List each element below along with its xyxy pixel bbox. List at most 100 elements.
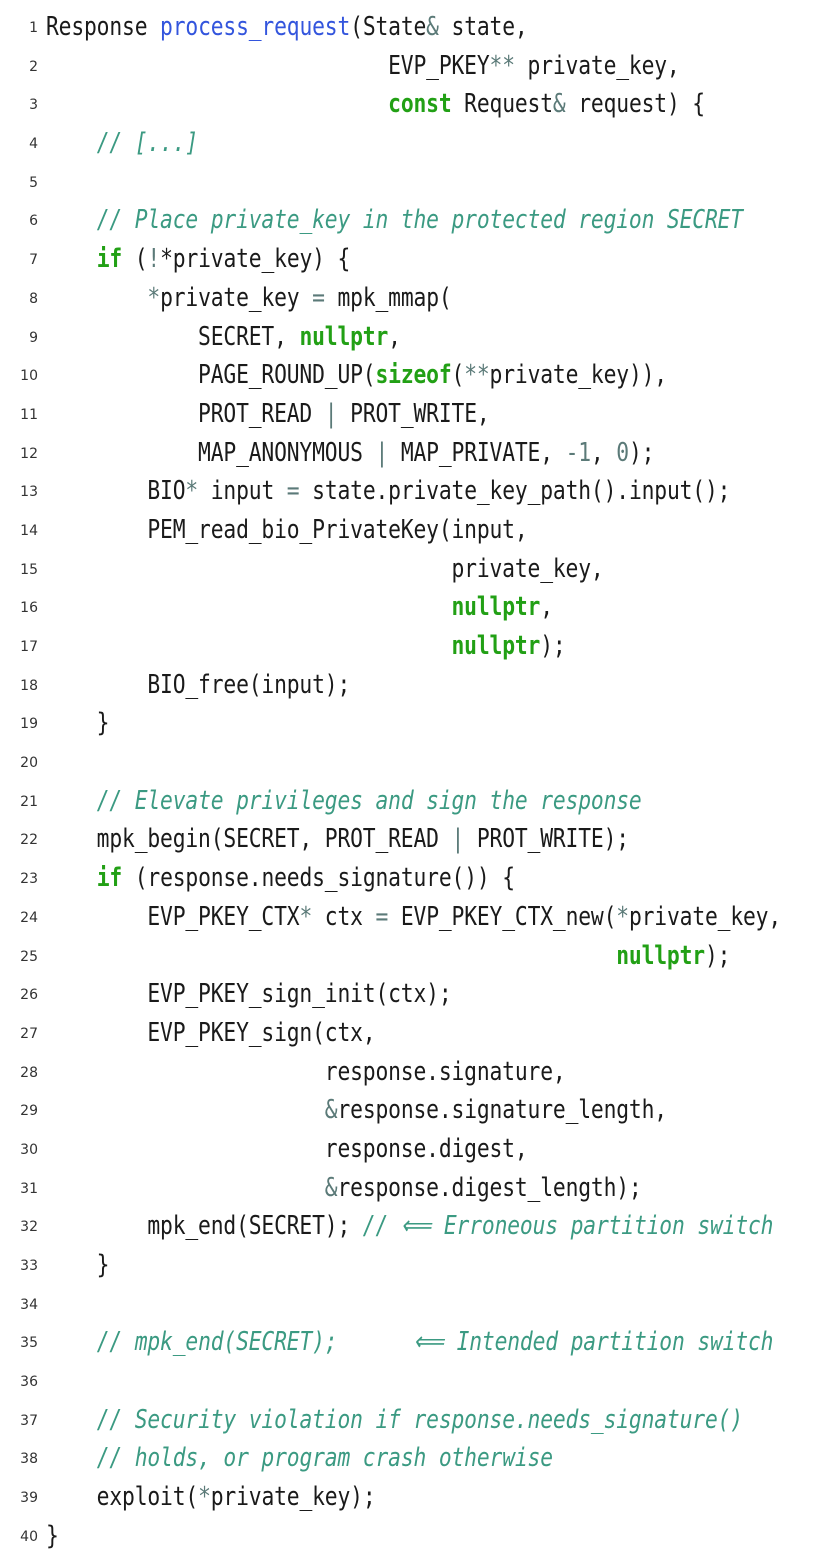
code-text: } bbox=[46, 1517, 59, 1556]
code-text: response.signature, bbox=[46, 1053, 566, 1092]
line-number: 17 bbox=[20, 639, 38, 655]
line-number: 33 bbox=[20, 1258, 38, 1274]
code-text: SECRET, nullptr, bbox=[46, 318, 401, 357]
code-line: 26 EVP_PKEY_sign_init(ctx); bbox=[0, 975, 832, 1014]
code-token: private_key, bbox=[46, 553, 604, 584]
keyword-token: const bbox=[388, 89, 452, 120]
code-text: &response.digest_length); bbox=[46, 1169, 642, 1208]
code-token: ); bbox=[628, 437, 655, 468]
code-token bbox=[46, 205, 97, 235]
line-number: 22 bbox=[20, 832, 38, 849]
code-text: // holds, or program crash otherwise bbox=[46, 1439, 553, 1478]
code-token: , bbox=[540, 592, 553, 623]
code-text: // Security violation if response.needs_… bbox=[46, 1401, 743, 1440]
keyword-token: if bbox=[96, 863, 123, 894]
line-number: 23 bbox=[20, 871, 38, 888]
code-token: (response.needs_signature()) { bbox=[122, 863, 515, 894]
code-line: 6 // Place private_key in the protected … bbox=[0, 201, 832, 240]
function-name-token: process_request bbox=[160, 12, 351, 42]
code-token: PROT_WRITE); bbox=[464, 824, 629, 855]
code-token: mpk_begin(SECRET, PROT_READ bbox=[46, 824, 452, 855]
code-token: mpk_end(SECRET); bbox=[46, 1211, 363, 1242]
code-token: mpk_mmap( bbox=[324, 282, 452, 313]
code-token: private_key)), bbox=[489, 360, 668, 391]
code-token bbox=[46, 631, 452, 661]
code-line: 31 &response.digest_length); bbox=[0, 1169, 832, 1208]
operator-token: & bbox=[552, 89, 566, 120]
code-text: } bbox=[46, 704, 110, 743]
code-token: ); bbox=[540, 631, 566, 661]
code-token bbox=[46, 89, 388, 119]
code-token: exploit( bbox=[46, 1482, 199, 1513]
operator-token: = bbox=[375, 901, 389, 932]
line-number: 32 bbox=[20, 1219, 38, 1236]
code-line: 13 BIO* input = state.private_key_path()… bbox=[0, 472, 832, 511]
code-line: 35 // mpk_end(SECRET); ⟸ Intended partit… bbox=[0, 1323, 832, 1362]
code-token bbox=[46, 1327, 97, 1357]
code-line: 38 // holds, or program crash otherwise bbox=[0, 1439, 832, 1478]
comment-token: // mpk_end(SECRET); ⟸ Intended partition… bbox=[96, 1327, 774, 1358]
code-token bbox=[46, 1405, 97, 1435]
line-number: 19 bbox=[20, 716, 38, 733]
line-number: 39 bbox=[20, 1490, 38, 1507]
comment-token: // holds, or program crash otherwise bbox=[96, 1443, 553, 1474]
code-text: mpk_end(SECRET); // ⟸ Erroneous partitio… bbox=[46, 1207, 773, 1246]
code-line: 18 BIO_free(input); bbox=[0, 666, 832, 705]
code-token bbox=[46, 592, 452, 622]
code-text: // Place private_key in the protected re… bbox=[46, 201, 743, 240]
code-token: PAGE_ROUND_UP( bbox=[46, 360, 376, 391]
line-number: 4 bbox=[29, 136, 38, 153]
keyword-token: nullptr bbox=[299, 321, 389, 352]
code-token: ( bbox=[451, 360, 465, 391]
code-token: state.private_key_path().input(); bbox=[299, 476, 731, 507]
code-line: 17 nullptr); bbox=[0, 627, 832, 666]
code-token: , bbox=[590, 437, 617, 468]
code-token: PROT_READ bbox=[46, 398, 325, 429]
code-line: 10 PAGE_ROUND_UP(sizeof(**private_key)), bbox=[0, 356, 832, 395]
code-line: 20 bbox=[0, 743, 832, 782]
code-token: ); bbox=[704, 940, 731, 971]
code-text: response.digest, bbox=[46, 1130, 528, 1169]
code-line: 12 MAP_ANONYMOUS | MAP_PRIVATE, -1, 0); bbox=[0, 434, 832, 473]
code-token: BIO_free(input); bbox=[46, 669, 351, 700]
code-token: EVP_PKEY_sign(ctx, bbox=[46, 1017, 376, 1048]
code-line: 2 EVP_PKEY** private_key, bbox=[0, 47, 832, 86]
code-token: input bbox=[198, 476, 287, 507]
operator-token: | bbox=[324, 398, 338, 429]
code-text: EVP_PKEY** private_key, bbox=[46, 47, 680, 86]
code-token: Request bbox=[451, 89, 553, 120]
code-line: 19 } bbox=[0, 704, 832, 743]
code-token bbox=[46, 941, 616, 971]
code-line: 34 bbox=[0, 1285, 832, 1324]
code-token: PROT_WRITE, bbox=[337, 398, 490, 429]
line-number: 2 bbox=[29, 58, 38, 75]
code-line: 39 exploit(*private_key); bbox=[0, 1478, 832, 1517]
code-text: // mpk_end(SECRET); ⟸ Intended partition… bbox=[46, 1323, 774, 1362]
code-token: response.digest_length); bbox=[337, 1172, 642, 1203]
code-text: *private_key = mpk_mmap( bbox=[46, 279, 452, 318]
operator-token: ** bbox=[464, 360, 490, 391]
keyword-token: nullptr bbox=[616, 940, 705, 971]
comment-token: // Security violation if response.needs_… bbox=[96, 1404, 743, 1435]
operator-token: | bbox=[451, 824, 465, 855]
code-line: 21 // Elevate privileges and sign the re… bbox=[0, 782, 832, 821]
code-line: 8 *private_key = mpk_mmap( bbox=[0, 279, 832, 318]
number-token: 0 bbox=[616, 437, 629, 468]
operator-token: * bbox=[299, 901, 313, 932]
keyword-token: nullptr bbox=[451, 592, 541, 623]
code-text: // Elevate privileges and sign the respo… bbox=[46, 782, 642, 821]
code-text: nullptr); bbox=[46, 627, 566, 666]
code-token: (State bbox=[350, 12, 427, 42]
code-text: BIO* input = state.private_key_path().in… bbox=[46, 472, 730, 511]
code-line: 36 bbox=[0, 1362, 832, 1401]
code-line: 29 &response.signature_length, bbox=[0, 1091, 832, 1130]
code-line: 9 SECRET, nullptr, bbox=[0, 318, 832, 357]
line-number: 11 bbox=[20, 406, 38, 423]
code-line: 14 PEM_read_bio_PrivateKey(input, bbox=[0, 511, 832, 550]
code-text: private_key, bbox=[46, 550, 604, 589]
code-token: EVP_PKEY_sign_init(ctx); bbox=[46, 979, 452, 1010]
keyword-token: if bbox=[96, 244, 123, 275]
code-line: 37 // Security violation if response.nee… bbox=[0, 1401, 832, 1440]
